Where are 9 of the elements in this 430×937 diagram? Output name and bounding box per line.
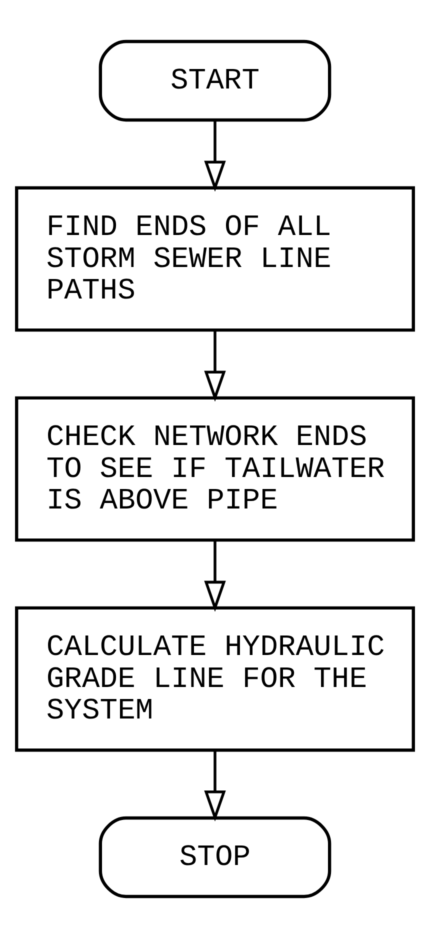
node-box: FIND ENDS OF ALL STORM SEWER LINE PATHS	[15, 186, 415, 332]
node-box: START	[98, 39, 332, 122]
node-box: CALCULATE HYDRAULIC GRADE LINE FOR THE SYSTEM	[15, 606, 415, 752]
arrow	[204, 120, 226, 192]
arrow	[204, 540, 226, 612]
arrow	[204, 330, 226, 402]
arrow	[204, 750, 226, 822]
node-box: STOP	[98, 816, 332, 898]
node-box: CHECK NETWORK ENDS TO SEE IF TAILWATER IS ABOVE PIPE	[15, 396, 415, 542]
